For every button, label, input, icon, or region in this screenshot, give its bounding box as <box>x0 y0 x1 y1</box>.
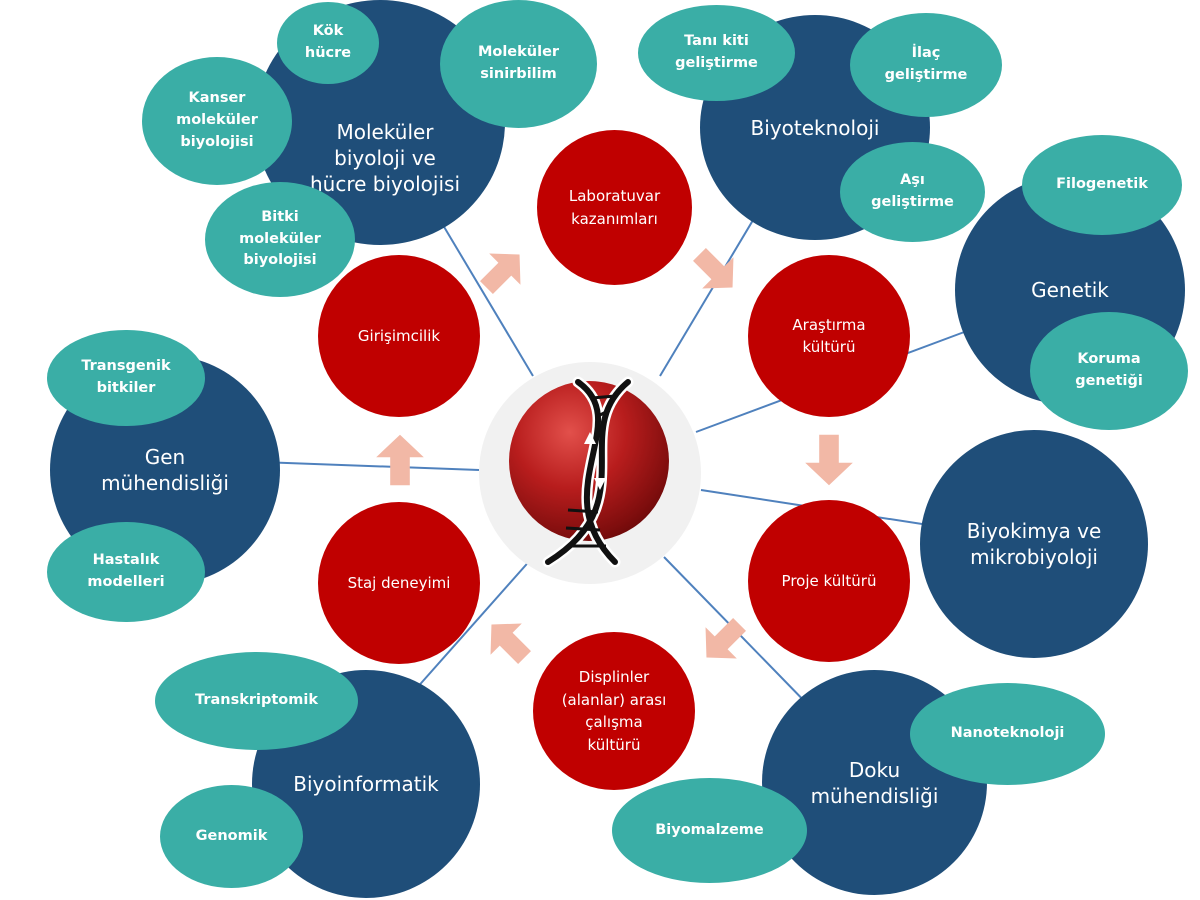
sub-topic-nanotechnology: Nanoteknoloji <box>910 683 1105 785</box>
connector-line <box>259 461 480 471</box>
gain-research-culture: Araştırma kültürü <box>748 255 910 417</box>
arrow-to-project <box>805 434 853 486</box>
sub-topic-genomics: Genomik <box>160 785 303 888</box>
arrow-to-entrepreneurship <box>376 434 424 486</box>
sub-topic-disease-models: Hastalık modelleri <box>47 522 205 622</box>
sub-topic-stem-cell: Kök hücre <box>277 2 379 84</box>
gain-laboratory: Laboratuvar kazanımları <box>537 130 692 285</box>
connector-line <box>414 556 534 691</box>
sub-topic-transcriptomics: Transkriptomik <box>155 652 358 750</box>
gain-entrepreneurship: Girişimcilik <box>318 255 480 417</box>
gain-project-culture: Proje kültürü <box>748 500 910 662</box>
sub-topic-cancer-molecular-biology: Kanser moleküler biyolojisi <box>142 57 292 185</box>
sub-topic-diagnostic-kit: Tanı kiti geliştirme <box>638 5 795 101</box>
connector-line <box>433 209 534 377</box>
sub-topic-plant-molecular-biology: Bitki moleküler biyolojisi <box>205 182 355 297</box>
gain-internship: Staj deneyimi <box>318 502 480 664</box>
sub-topic-phylogenetics: Filogenetik <box>1022 135 1182 235</box>
dna-helix-icon <box>542 376 634 568</box>
arrow-to-laboratory <box>480 253 521 294</box>
sub-topic-biomaterial: Biyomalzeme <box>612 778 807 883</box>
arrow-to-interdisciplinary <box>705 618 746 659</box>
sub-topic-molecular-neuroscience: Moleküler sinirbilim <box>440 0 597 128</box>
sub-topic-conservation-genetics: Koruma genetiği <box>1030 312 1188 430</box>
gain-interdisciplinary-culture: Displinler (alanlar) arası çalışma kültü… <box>533 632 695 790</box>
main-topic-biochem-microbio: Biyokimya ve mikrobiyoloji <box>920 430 1148 658</box>
arrow-to-internship <box>490 623 531 664</box>
sub-topic-vaccine-development: Aşı geliştirme <box>840 142 985 242</box>
sub-topic-transgenic-plants: Transgenik bitkiler <box>47 330 205 426</box>
sub-topic-drug-development: İlaç geliştirme <box>850 13 1002 117</box>
arrow-to-research <box>693 248 734 289</box>
